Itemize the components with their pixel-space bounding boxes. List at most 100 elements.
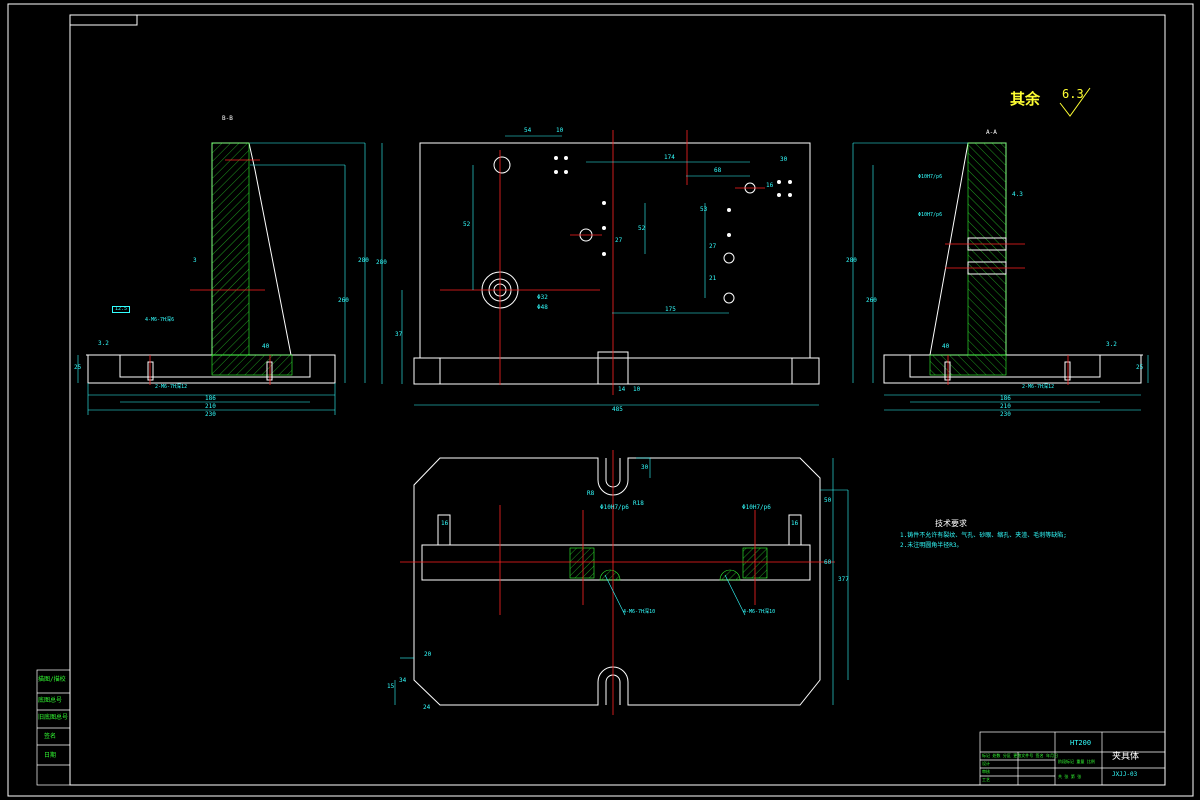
plan-dim-fit-2: Φ10H7/p6 (742, 504, 771, 511)
left-dim-186: 186 (205, 395, 216, 402)
left-dim-40: 40 (262, 343, 270, 350)
plan-outline (413, 457, 821, 706)
front-plate (419, 142, 811, 359)
front-dim-14: 14 (618, 386, 626, 393)
front-view (381, 130, 820, 406)
stamp-draw-check: 描图/描校 (38, 676, 66, 683)
left-dim-25: 25 (74, 364, 82, 371)
plan-dim-16a: 16 (441, 520, 449, 527)
roughness-prefix: 其余 (1010, 90, 1041, 108)
right-dim-fit-1: Φ10H7/p6 (918, 174, 943, 180)
right-dim-25: 25 (1136, 364, 1144, 371)
left-hatch-base (211, 354, 293, 376)
title-row-stage: 阶段标记 重量 比例 (1058, 759, 1095, 764)
left-dimension-lines (77, 142, 366, 415)
right-hatch-column (967, 142, 1007, 356)
front-dim-16: 16 (766, 182, 774, 189)
right-dim-260: 260 (866, 297, 877, 304)
plan-pin-right (788, 514, 802, 546)
front-dim-10: 10 (556, 127, 564, 134)
plan-dim-16b: 16 (791, 520, 799, 527)
right-dimension-lines (852, 142, 1149, 411)
left-dim-a: 3 (193, 257, 197, 264)
tech-req-item-1: 1.铸件不允许有裂纹、气孔、砂眼、缩孔、夹渣、毛刺等缺陷; (900, 532, 1067, 539)
left-hatch-column (211, 142, 250, 356)
left-dim-230: 230 (205, 411, 216, 418)
right-dim-thread: 2-M6-7H深12 (1022, 384, 1055, 390)
plan-dim-thread-2: 4-M6-7H深10 (743, 609, 776, 615)
plan-dim-50: 50 (824, 497, 832, 504)
plan-dim-24: 24 (423, 704, 431, 711)
front-dim-68: 68 (714, 167, 722, 174)
plan-dim-377: 377 (838, 576, 849, 583)
plan-dim-r18: R18 (633, 500, 644, 507)
section-label-right: A-A (986, 129, 997, 136)
roughness-value: 6.3 (1062, 87, 1084, 101)
plan-view (394, 450, 849, 715)
plan-hatch-bosses (569, 547, 768, 581)
title-row-review: 审核 (982, 769, 990, 774)
title-row-design: 设计 (982, 761, 990, 766)
left-base-outline (86, 142, 336, 384)
left-dim-thread-1: 2-M6-7H深12 (155, 384, 188, 390)
right-hatch-base (929, 354, 1007, 376)
front-dim-52: 52 (463, 221, 471, 228)
plan-dim-fit-1: Φ10H7/p6 (600, 504, 629, 511)
front-centerlines (440, 130, 765, 395)
plan-dim-30: 30 (641, 464, 649, 471)
stamp-old-base-no: 旧底图总号 (38, 714, 69, 721)
left-dim-roughness: 3.2 (98, 340, 109, 347)
right-dim-43: 4.3 (1012, 191, 1023, 198)
left-dim-thread-2: 4-M6-7H深6 (145, 317, 175, 323)
front-dim-54: 54 (524, 127, 532, 134)
left-dim-260: 260 (338, 297, 349, 304)
front-small-holes (554, 156, 792, 256)
left-section-view (77, 142, 366, 415)
front-dim-10b: 10 (633, 386, 641, 393)
right-dim-230: 230 (1000, 411, 1011, 418)
front-holes (481, 156, 756, 309)
right-dim-roughness: 3.2 (1106, 341, 1117, 348)
title-row-process: 工艺 (982, 777, 990, 782)
left-base-hole-2 (266, 361, 273, 381)
right-centerlines (945, 243, 1069, 385)
right-dim-40: 40 (942, 343, 950, 350)
plan-pin-left (437, 514, 451, 546)
left-base-hole-1 (147, 361, 154, 381)
right-dim-280: 280 (846, 257, 857, 264)
front-dim-52b: 52 (638, 225, 646, 232)
plan-centerlines (400, 450, 835, 715)
front-base (413, 357, 820, 385)
section-label-left: B-B (222, 115, 233, 122)
front-dim-175: 175 (665, 306, 676, 313)
roughness-symbol (1059, 87, 1091, 117)
title-material: HT200 (1070, 739, 1092, 747)
tech-req-title: 技术要求 (935, 519, 967, 528)
front-dim-37: 37 (395, 331, 403, 338)
plan-dim-34: 34 (399, 677, 407, 684)
left-dim-280: 280 (358, 257, 369, 264)
plan-dim-60: 60 (824, 559, 832, 566)
stamp-signature: 签名 (44, 733, 57, 740)
front-dim-27b: 27 (709, 243, 717, 250)
title-drawing-no: JXJJ-03 (1112, 771, 1138, 778)
right-section-view (852, 142, 1149, 411)
left-centerlines (149, 159, 271, 385)
plan-dim-20: 20 (424, 651, 432, 658)
front-dim-485: 485 (612, 406, 623, 413)
plan-dim-15: 15 (387, 683, 395, 690)
left-dim-tolerance: 12.5 (112, 306, 131, 313)
plan-dim-thread-1: 4-M6-7H深10 (623, 609, 656, 615)
title-row-sheets: 共 张 第 张 (1058, 774, 1082, 779)
tech-req-item-2: 2.未注明圆角半径R3。 (900, 542, 963, 549)
stamp-date: 日期 (44, 752, 57, 759)
right-dim-210: 210 (1000, 403, 1011, 410)
plan-dimension-lines (394, 457, 849, 705)
right-dim-186: 186 (1000, 395, 1011, 402)
left-stamp-grid (36, 669, 71, 786)
front-dim-phi32: Φ32 (537, 294, 548, 301)
title-block-grid (979, 731, 1166, 786)
front-dim-280: 280 (376, 259, 387, 266)
front-dim-phi48: Φ48 (537, 304, 548, 311)
